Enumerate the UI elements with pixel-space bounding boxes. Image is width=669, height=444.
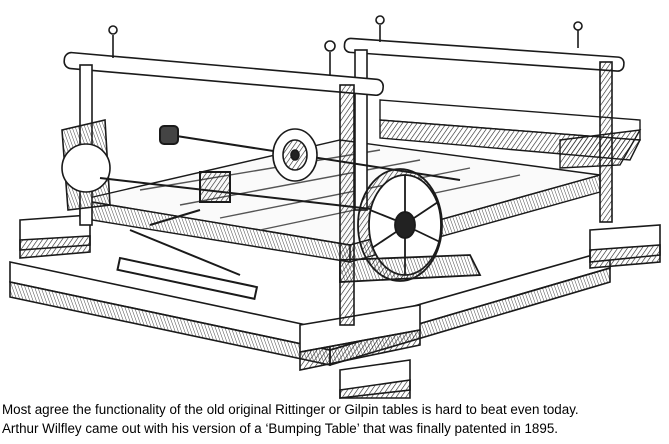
front-frame: [61, 25, 384, 326]
launder-trough: [379, 99, 642, 169]
base-timbers: [9, 214, 661, 399]
flywheel: [339, 168, 482, 283]
caption-line-1: Most agree the functionality of the old …: [2, 402, 579, 417]
figure-caption: Most agree the functionality of the old …: [2, 400, 667, 438]
engraving-illustration: [9, 15, 661, 399]
caption-line-2: Arthur Wilfley came out with his version…: [2, 421, 558, 436]
bumping-table-engraving: [9, 15, 661, 399]
connecting-lever: [116, 209, 259, 301]
small-pulley: [272, 128, 318, 182]
